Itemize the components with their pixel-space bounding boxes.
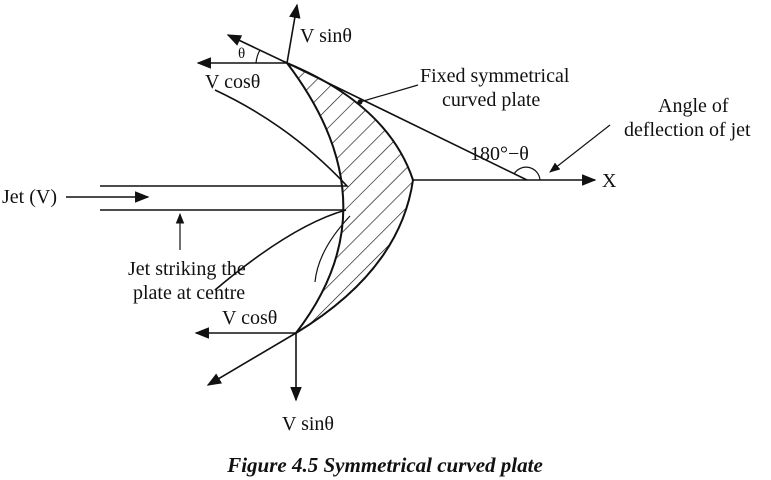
plate-leader-line	[359, 84, 419, 103]
striking-label-line2: plate at centre	[133, 282, 245, 304]
tangent-line-top	[286, 62, 528, 181]
angle-arc	[513, 166, 541, 181]
bottom-resultant-arrow	[206, 332, 297, 386]
bottom-v-sin-label: V sinθ	[282, 413, 334, 435]
x-axis-label: X	[602, 170, 617, 192]
top-theta-arc	[255, 49, 261, 64]
jet-upper-streamline	[100, 89, 349, 187]
top-v-sin-arrow	[286, 3, 301, 64]
curved-plate	[283, 60, 415, 334]
figure-caption: Figure 4.5 Symmetrical curved plate	[226, 453, 543, 477]
plate-label-line1: Fixed symmetrical	[420, 65, 570, 87]
top-resultant-arrow	[226, 34, 288, 64]
angle-value-label: 180°−θ	[470, 143, 529, 165]
inner-lower-curve	[314, 215, 351, 283]
top-v-cos-label: V cosθ	[205, 71, 260, 93]
angle-leader-arrow	[549, 124, 611, 173]
angle-label-line1: Angle of	[658, 95, 729, 117]
top-theta-label: θ	[238, 46, 245, 62]
striking-label-line1: Jet striking the	[128, 258, 246, 280]
jet-label: Jet (V)	[2, 186, 57, 208]
angle-label-line2: deflection of jet	[624, 119, 751, 141]
plate-label-line2: curved plate	[442, 89, 540, 111]
bottom-v-cos-label: V cosθ	[222, 307, 277, 329]
jet-lower-streamline	[100, 209, 347, 291]
top-v-sin-label: V sinθ	[300, 25, 352, 47]
